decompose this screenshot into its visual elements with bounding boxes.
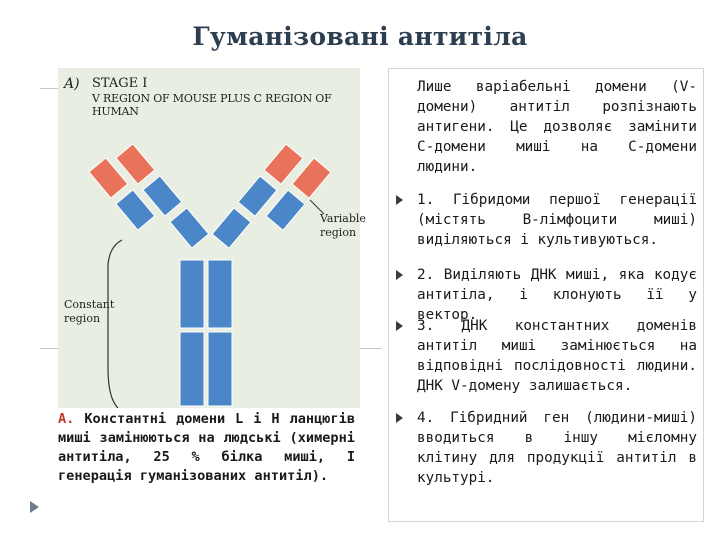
bullet-item: 4. Гібридний ген (людини-миші) вводиться… xyxy=(417,410,697,486)
constant-region-label-line: region xyxy=(64,312,101,325)
bullet-arrow-icon xyxy=(396,413,403,423)
right-heavy-constant-domain xyxy=(237,175,278,217)
antibody-left-arm xyxy=(88,143,210,249)
antibody-figure: A) STAGE I V REGION OF MOUSE PLUS C REGI… xyxy=(58,68,366,408)
bullet-arrow-icon xyxy=(396,195,403,205)
decorative-line xyxy=(40,348,60,349)
bullet-item: 3. ДНК константних доменів антитіл миші … xyxy=(417,318,697,394)
right-hinge-domain xyxy=(211,207,252,249)
left-light-variable-domain xyxy=(88,157,129,199)
stem-domain xyxy=(179,331,205,407)
left-hinge-domain xyxy=(169,207,210,249)
caption-text: Константні домени L і H ланцюгів миші за… xyxy=(58,411,355,484)
stem-domain xyxy=(207,259,233,329)
right-heavy-variable-domain xyxy=(263,143,304,185)
bullet-arrow-icon xyxy=(396,270,403,280)
constant-region-bracket xyxy=(107,239,123,408)
left-heavy-variable-domain xyxy=(115,143,156,185)
figure-stage-title: STAGE I xyxy=(92,76,148,91)
slide-nav-arrow-icon xyxy=(30,501,39,513)
bullet-item: 1. Гібридоми першої генерації (містять В… xyxy=(417,192,697,248)
figure-caption: A. Константні домени L і H ланцюгів миші… xyxy=(58,410,355,486)
variable-region-label-line: Variable xyxy=(320,212,366,225)
left-heavy-constant-domain xyxy=(142,175,183,217)
text-panel: Лише варіабельні домени (V-домени) антит… xyxy=(388,68,704,522)
variable-region-label: Variable region xyxy=(320,212,366,240)
variable-region-label-line: region xyxy=(320,226,357,239)
bullet-item: 2. Виділяють ДНК миші, яка кодує антитіл… xyxy=(417,267,697,323)
decorative-line xyxy=(360,348,382,349)
figure-stage-subtitle: V REGION OF MOUSE PLUS C REGION OF HUMAN xyxy=(92,92,332,118)
bullet-arrow-icon xyxy=(396,321,403,331)
antibody-stem xyxy=(179,259,233,407)
figure-stage-letter: A) xyxy=(64,76,80,92)
slide-title: Гуманізовані антитіла xyxy=(192,22,528,51)
constant-region-label: Constant region xyxy=(64,298,114,326)
right-light-constant-domain xyxy=(265,189,306,231)
stem-domain xyxy=(207,331,233,407)
constant-region-label-line: Constant xyxy=(64,298,115,311)
left-light-constant-domain xyxy=(115,189,156,231)
right-light-variable-domain xyxy=(291,157,332,199)
antibody-right-arm xyxy=(211,143,332,249)
intro-paragraph: Лише варіабельні домени (V-домени) антит… xyxy=(417,79,697,175)
variable-region-pointer xyxy=(309,199,325,215)
caption-letter: A. xyxy=(58,411,75,427)
stem-domain xyxy=(179,259,205,329)
antibody-diagram xyxy=(88,143,332,408)
